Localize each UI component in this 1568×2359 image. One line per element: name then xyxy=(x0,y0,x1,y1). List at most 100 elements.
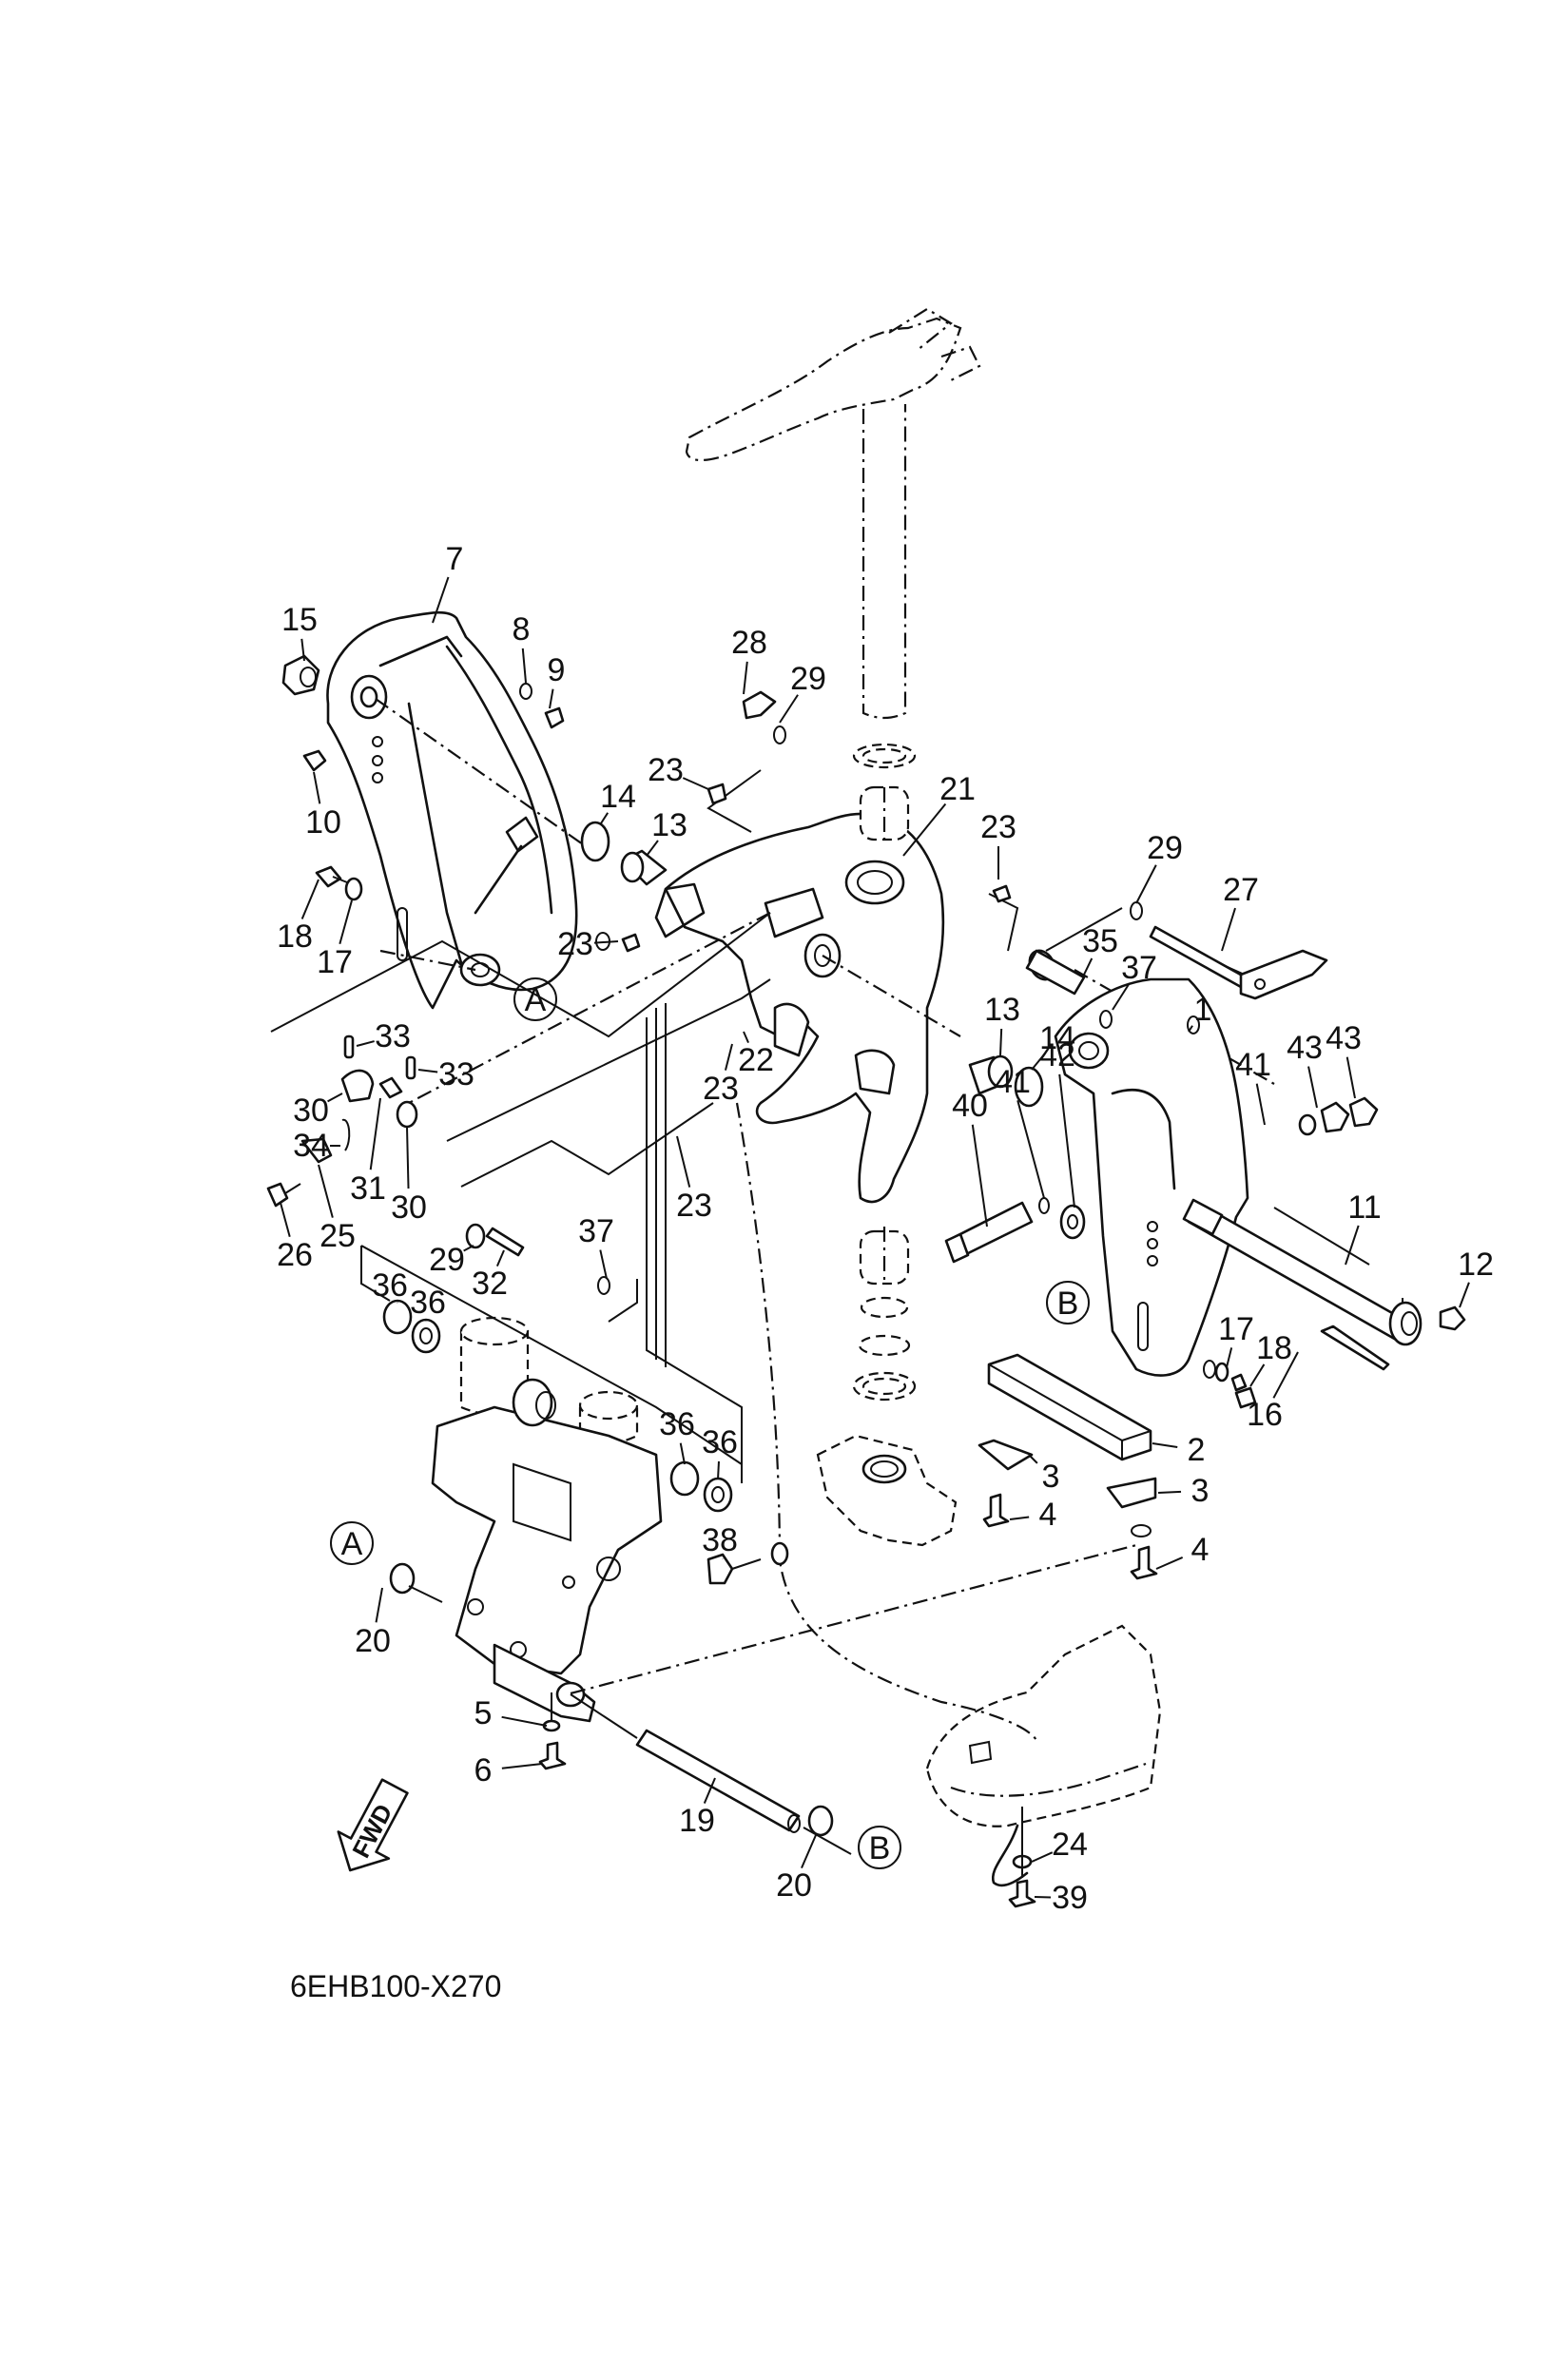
callout-leader-line xyxy=(501,1715,548,1727)
callout-13: 13 xyxy=(984,992,1020,1056)
callout-27: 27 xyxy=(1221,872,1259,952)
callout-number: 3 xyxy=(1042,1459,1060,1495)
callout-number: 14 xyxy=(1039,1020,1075,1056)
callout-leader-line xyxy=(599,1249,608,1280)
trim-tilt-unit xyxy=(431,1316,663,1723)
callout-38: 38 xyxy=(702,1522,738,1560)
callout-32: 32 xyxy=(472,1249,508,1302)
callout-6: 6 xyxy=(474,1752,543,1789)
callout-18: 18 xyxy=(277,879,319,955)
callout-29: 29 xyxy=(779,661,826,724)
callout-number: 18 xyxy=(277,918,313,955)
callout-number: 41 xyxy=(995,1064,1031,1100)
callout-leader-line xyxy=(1272,1351,1299,1399)
callout-leader-line xyxy=(1459,1282,1470,1308)
guide-line xyxy=(379,949,476,972)
callout-30: 30 xyxy=(293,1092,343,1129)
callout-leader-line xyxy=(1249,1363,1266,1387)
callout-28: 28 xyxy=(731,625,767,695)
callout-43: 43 xyxy=(1287,1030,1323,1109)
callout-16: 16 xyxy=(1247,1351,1299,1433)
callout-number: 40 xyxy=(952,1088,988,1124)
callout-number: 33 xyxy=(375,1018,411,1054)
callout-37: 37 xyxy=(578,1213,614,1280)
reference-mark-b-upper: B xyxy=(1046,1281,1090,1325)
callout-number: 18 xyxy=(1256,1330,1292,1366)
callout-number: 8 xyxy=(513,611,531,648)
callout-leader-line xyxy=(432,576,450,624)
callout-leader-line xyxy=(593,940,619,944)
right-clamp-bracket xyxy=(1054,977,1249,1377)
callout-40: 40 xyxy=(952,1088,988,1228)
callout-number: 39 xyxy=(1052,1880,1088,1916)
callout-number: 31 xyxy=(350,1170,386,1207)
callout-leader-line xyxy=(495,1249,505,1267)
guide-line xyxy=(1074,969,1275,1085)
reference-mark-text: A xyxy=(525,982,547,1018)
callout-leader-line xyxy=(1221,907,1236,952)
reference-mark-text: B xyxy=(1057,1286,1079,1322)
callout-13: 13 xyxy=(646,807,687,857)
callout-number: 42 xyxy=(1039,1037,1075,1073)
callout-number: 26 xyxy=(277,1237,313,1273)
callout-leader-line xyxy=(682,777,709,790)
callout-29: 29 xyxy=(429,1242,474,1278)
callout-21: 21 xyxy=(902,771,976,857)
washer-14-left xyxy=(580,821,610,862)
callout-leader-line xyxy=(1345,1225,1360,1266)
callout-14: 14 xyxy=(1031,1020,1075,1071)
callout-number: 27 xyxy=(1223,872,1259,908)
callout-number: 20 xyxy=(355,1623,391,1659)
callout-29: 29 xyxy=(1135,830,1183,904)
callout-leader-line xyxy=(1345,1056,1356,1099)
callout-leader-line xyxy=(375,1587,383,1623)
callout-36: 36 xyxy=(702,1424,738,1480)
callout-leader-line xyxy=(356,1040,375,1047)
lower-support-bracket xyxy=(978,1353,1158,1580)
callout-leader-line xyxy=(743,1031,749,1044)
callout-number: 36 xyxy=(659,1406,695,1442)
reference-mark-text: B xyxy=(869,1830,891,1866)
callout-leader-line xyxy=(1016,1100,1045,1199)
callout-23: 23 xyxy=(648,752,709,790)
callout-8: 8 xyxy=(513,611,531,684)
callout-leader-line xyxy=(549,688,554,709)
callout-number: 29 xyxy=(790,661,826,697)
callout-leader-line xyxy=(1188,1025,1193,1033)
callout-leader-line xyxy=(1058,1073,1075,1209)
callout-number: 13 xyxy=(984,992,1020,1028)
bolt-6 xyxy=(538,1741,567,1770)
callout-number: 35 xyxy=(1082,923,1118,959)
callout-leader-line xyxy=(300,638,305,662)
callout-leader-line xyxy=(1307,1066,1318,1109)
callout-number: 24 xyxy=(1052,1827,1088,1863)
callout-leader-line xyxy=(724,1043,733,1071)
callout-number: 16 xyxy=(1247,1397,1283,1433)
callout-leader-line xyxy=(1152,1442,1178,1448)
callout-4: 4 xyxy=(1009,1497,1056,1533)
callout-number: 12 xyxy=(1458,1247,1494,1283)
reference-mark-a-upper: A xyxy=(513,977,557,1021)
callout-leader-line xyxy=(313,771,321,804)
callout-leader-line xyxy=(679,1442,686,1465)
callout-number: 17 xyxy=(317,944,353,980)
callout-leader-line xyxy=(717,1460,720,1480)
callout-number: 28 xyxy=(731,625,767,661)
leader xyxy=(731,1558,762,1570)
washer-38 xyxy=(770,1541,789,1566)
callout-number: 30 xyxy=(293,1092,329,1129)
callout-leader-line xyxy=(463,1245,474,1252)
callout-leader-line xyxy=(406,1126,410,1189)
callout-number: 21 xyxy=(939,771,976,807)
callout-number: 37 xyxy=(578,1213,614,1249)
callout-33: 33 xyxy=(417,1056,474,1092)
callout-17: 17 xyxy=(1218,1311,1254,1368)
pin-35-body xyxy=(1025,949,1086,996)
callout-39: 39 xyxy=(1034,1880,1088,1916)
callout-leader-line xyxy=(327,1092,343,1103)
callout-number: 29 xyxy=(429,1242,465,1278)
callout-number: 7 xyxy=(446,541,464,577)
callout-17: 17 xyxy=(317,899,353,980)
callout-leader-line xyxy=(703,1777,716,1804)
